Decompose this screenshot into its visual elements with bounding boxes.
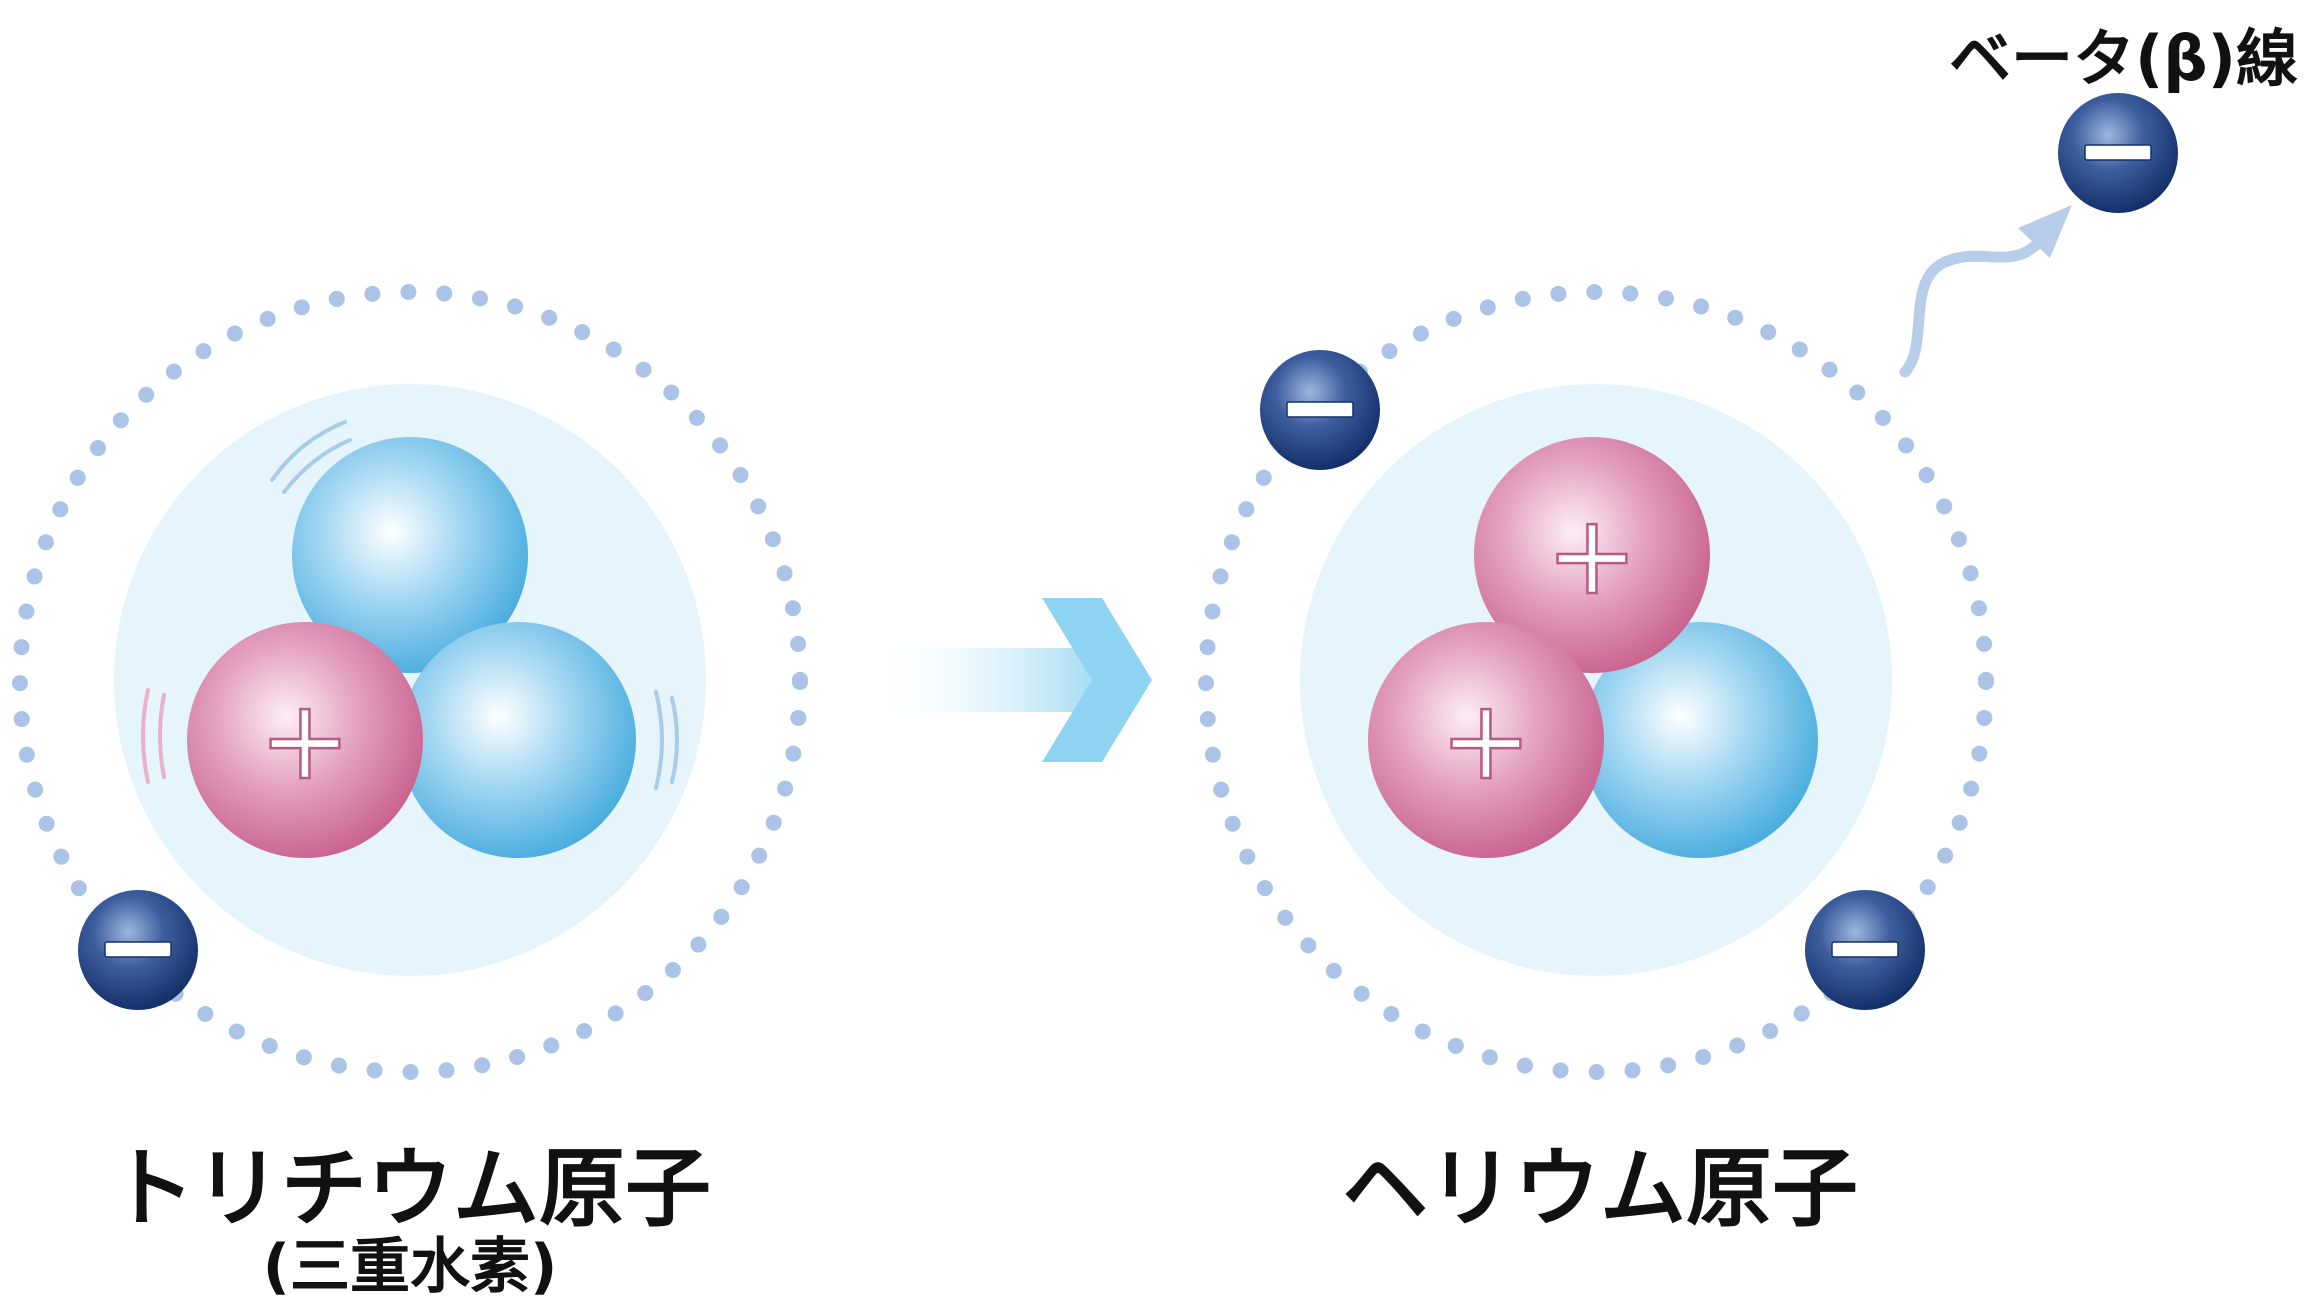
beta-emission	[1899, 93, 2178, 378]
vibration-marks	[141, 420, 679, 790]
neutron	[400, 622, 636, 858]
helium-atom: + +	[1198, 284, 1994, 1080]
beta-ray-label: ベータ(β)線	[1948, 22, 2298, 95]
proton-plus-icon: +	[259, 676, 351, 804]
proton	[1368, 622, 1604, 858]
tritium-atom-label: トリチウム原子	[109, 1139, 711, 1239]
transition-arrow	[862, 598, 1152, 762]
proton	[187, 622, 423, 858]
helium-atom-label: ヘリウム原子	[1342, 1139, 1858, 1239]
neutron	[292, 437, 528, 673]
beta-arrowhead	[2018, 205, 2072, 258]
tritium-orbit	[12, 284, 808, 1080]
electron-minus-icon	[1831, 941, 1899, 958]
proton	[1474, 437, 1710, 673]
electron-minus-icon	[104, 941, 172, 958]
tritium-atom: +	[12, 284, 808, 1080]
beta-path-arrow	[1899, 229, 2051, 378]
neutron	[1582, 622, 1818, 858]
proton-plus-icon: +	[1440, 676, 1532, 804]
tritium-atom-sublabel: (三重水素)	[262, 1232, 558, 1302]
electron-minus-icon	[1286, 401, 1354, 418]
electron-minus-icon	[2084, 144, 2152, 161]
proton-plus-icon: +	[1546, 491, 1638, 619]
helium-orbit	[1198, 284, 1994, 1080]
